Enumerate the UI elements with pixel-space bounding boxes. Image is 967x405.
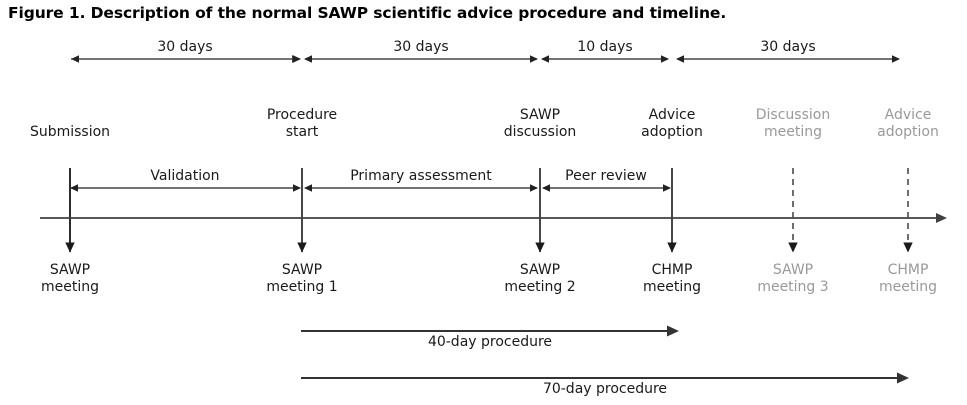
procedure-label-70day: 70-day procedure: [542, 381, 668, 397]
milestone-top-label-submission: Submission: [29, 124, 111, 140]
milestone-bottom-label-sawp-meeting-1: SAWP meeting 1: [266, 262, 338, 295]
phase-arrow-validation: [70, 184, 301, 192]
milestone-bottom-label-sawp-meeting-3: SAWP meeting 3: [757, 262, 829, 295]
duration-label-3: 10 days: [577, 39, 633, 55]
duration-label-4: 30 days: [760, 39, 816, 55]
milestone-bottom-label-chmp-meeting: CHMP meeting: [642, 262, 701, 295]
milestone-top-label-advice-adoption-2: Advice adoption: [877, 107, 939, 140]
phase-arrow-primary-assessment: [304, 184, 538, 192]
milestone-bottom-label-sawp-meeting: SAWP meeting: [40, 262, 99, 295]
figure-title: Figure 1. Description of the normal SAWP…: [8, 4, 727, 22]
duration-label-1: 30 days: [157, 39, 213, 55]
milestone-top-label-advice-adoption: Advice adoption: [641, 107, 703, 140]
milestone-bottom-label-chmp-meeting-2: CHMP meeting: [878, 262, 937, 295]
timeline-axis: [40, 213, 947, 223]
milestone-top-label-discussion-meeting: Discussion meeting: [755, 107, 831, 140]
duration-arrow-3: [541, 55, 669, 63]
milestone-top-label-sawp-discussion: SAWP discussion: [503, 107, 577, 140]
duration-arrow-2: [304, 55, 538, 63]
milestone-top-label-procedure-start: Procedure start: [266, 107, 338, 140]
phase-arrow-peer-review: [542, 184, 671, 192]
duration-label-2: 30 days: [393, 39, 449, 55]
duration-arrow-4: [676, 55, 900, 63]
procedure-label-40day: 40-day procedure: [427, 334, 553, 350]
phase-label-primary-assessment: Primary assessment: [350, 168, 492, 184]
duration-arrow-1: [71, 55, 301, 63]
milestone-bottom-label-sawp-meeting-2: SAWP meeting 2: [504, 262, 576, 295]
phase-label-peer-review: Peer review: [565, 168, 647, 184]
phase-label-validation: Validation: [150, 168, 220, 184]
